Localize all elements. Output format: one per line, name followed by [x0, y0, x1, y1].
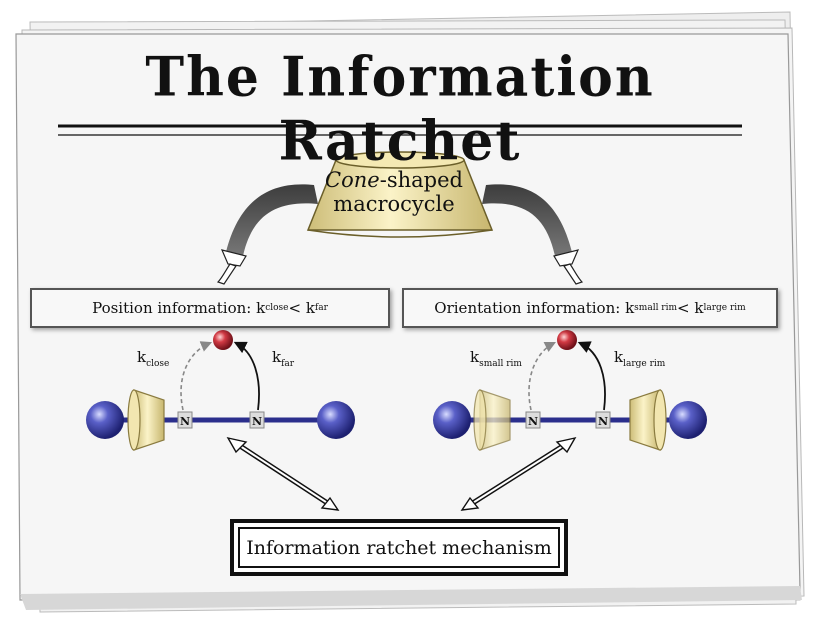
k-far-sub: far: [281, 359, 295, 369]
k-far-label: kfar: [272, 348, 294, 369]
k-close-sub: close: [146, 359, 170, 369]
macrocycle-label-line2: macrocycle: [333, 192, 455, 216]
svg-text:N: N: [180, 415, 190, 428]
right-flow-arrow: [460, 436, 577, 511]
left-n2: [249, 411, 265, 429]
svg-text:N: N: [252, 415, 262, 428]
k-small-sub: small rim: [479, 359, 522, 369]
mechanism-label: Information ratchet mechanism: [246, 536, 552, 559]
svg-text:N: N: [528, 415, 538, 428]
right-rotaxane: N N: [433, 330, 707, 451]
right-arm: [482, 184, 572, 256]
orientation-sub2: large rim: [703, 303, 746, 313]
macrocycle-label-italic: Cone: [325, 168, 380, 192]
page-title: The Information Ratchet: [145, 44, 655, 174]
orientation-prefix: Orientation information: k: [434, 299, 635, 317]
right-n1: [525, 411, 541, 429]
left-flow-arrow: [226, 436, 340, 511]
mechanism-box-inner-border: [238, 527, 560, 568]
right-stopper-b: [669, 401, 707, 439]
left-n1: [177, 411, 193, 429]
position-mid: < k: [288, 299, 315, 317]
left-stopper-a: [86, 401, 124, 439]
macrocycle-cone: [306, 151, 494, 238]
k-small-k: k: [470, 348, 480, 366]
left-hand-icon: [216, 249, 247, 285]
right-stopper-a: [433, 401, 471, 439]
right-hand-icon: [553, 249, 584, 285]
macrocycle-label: Cone-shaped macrocycle: [316, 168, 472, 216]
position-sub2: far: [314, 303, 328, 313]
mechanism-box: Information ratchet mechanism: [230, 519, 568, 576]
position-sub1: close: [265, 303, 289, 313]
k-close-k: k: [137, 348, 147, 366]
right-target: [557, 330, 577, 350]
svg-text:N: N: [598, 415, 608, 428]
position-prefix: Position information: k: [92, 299, 266, 317]
k-far-k: k: [272, 348, 282, 366]
k-large-rim-label: klarge rim: [614, 348, 665, 369]
k-large-k: k: [614, 348, 624, 366]
left-arm: [226, 184, 318, 256]
k-large-sub: large rim: [623, 359, 666, 369]
left-target: [213, 330, 233, 350]
macrocycle-label-rest: -shaped: [379, 168, 463, 192]
orientation-mid: < k: [677, 299, 704, 317]
left-rotaxane: N N: [86, 330, 355, 451]
k-small-rim-label: ksmall rim: [470, 348, 522, 369]
left-stopper-b: [317, 401, 355, 439]
right-n2: [595, 411, 611, 429]
orientation-sub1: small rim: [634, 303, 678, 313]
k-close-label: kclose: [137, 348, 169, 369]
